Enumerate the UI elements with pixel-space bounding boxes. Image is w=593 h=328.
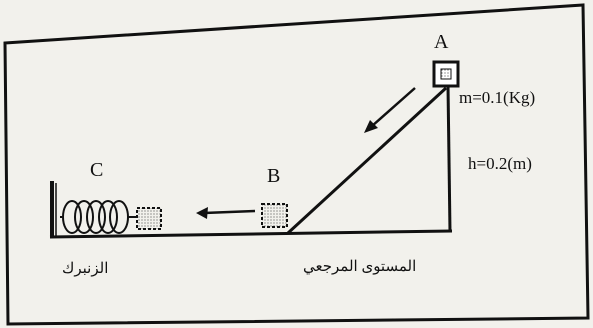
motion-arrow-icon-bc bbox=[196, 207, 256, 219]
outer-frame bbox=[3, 3, 590, 326]
motion-arrow-icon-ab bbox=[364, 87, 416, 133]
ground-line bbox=[49, 229, 453, 239]
height-line bbox=[446, 85, 452, 233]
block-a-icon bbox=[432, 60, 460, 88]
point-a-label: A bbox=[434, 31, 449, 53]
height-label: h=0.2(m) bbox=[468, 154, 532, 173]
block-c-icon bbox=[136, 207, 162, 230]
point-b-label: B bbox=[267, 165, 281, 187]
block-b-icon bbox=[261, 203, 288, 228]
reference-level-label: المستوى المرجعي bbox=[303, 259, 417, 275]
spring-label: الزنبرك bbox=[62, 261, 109, 277]
point-c-label: C bbox=[90, 159, 104, 181]
spring-icon bbox=[60, 200, 137, 234]
mass-label: m=0.1(Kg) bbox=[459, 88, 536, 107]
incline-line bbox=[286, 86, 448, 235]
wall-icon bbox=[50, 181, 57, 238]
